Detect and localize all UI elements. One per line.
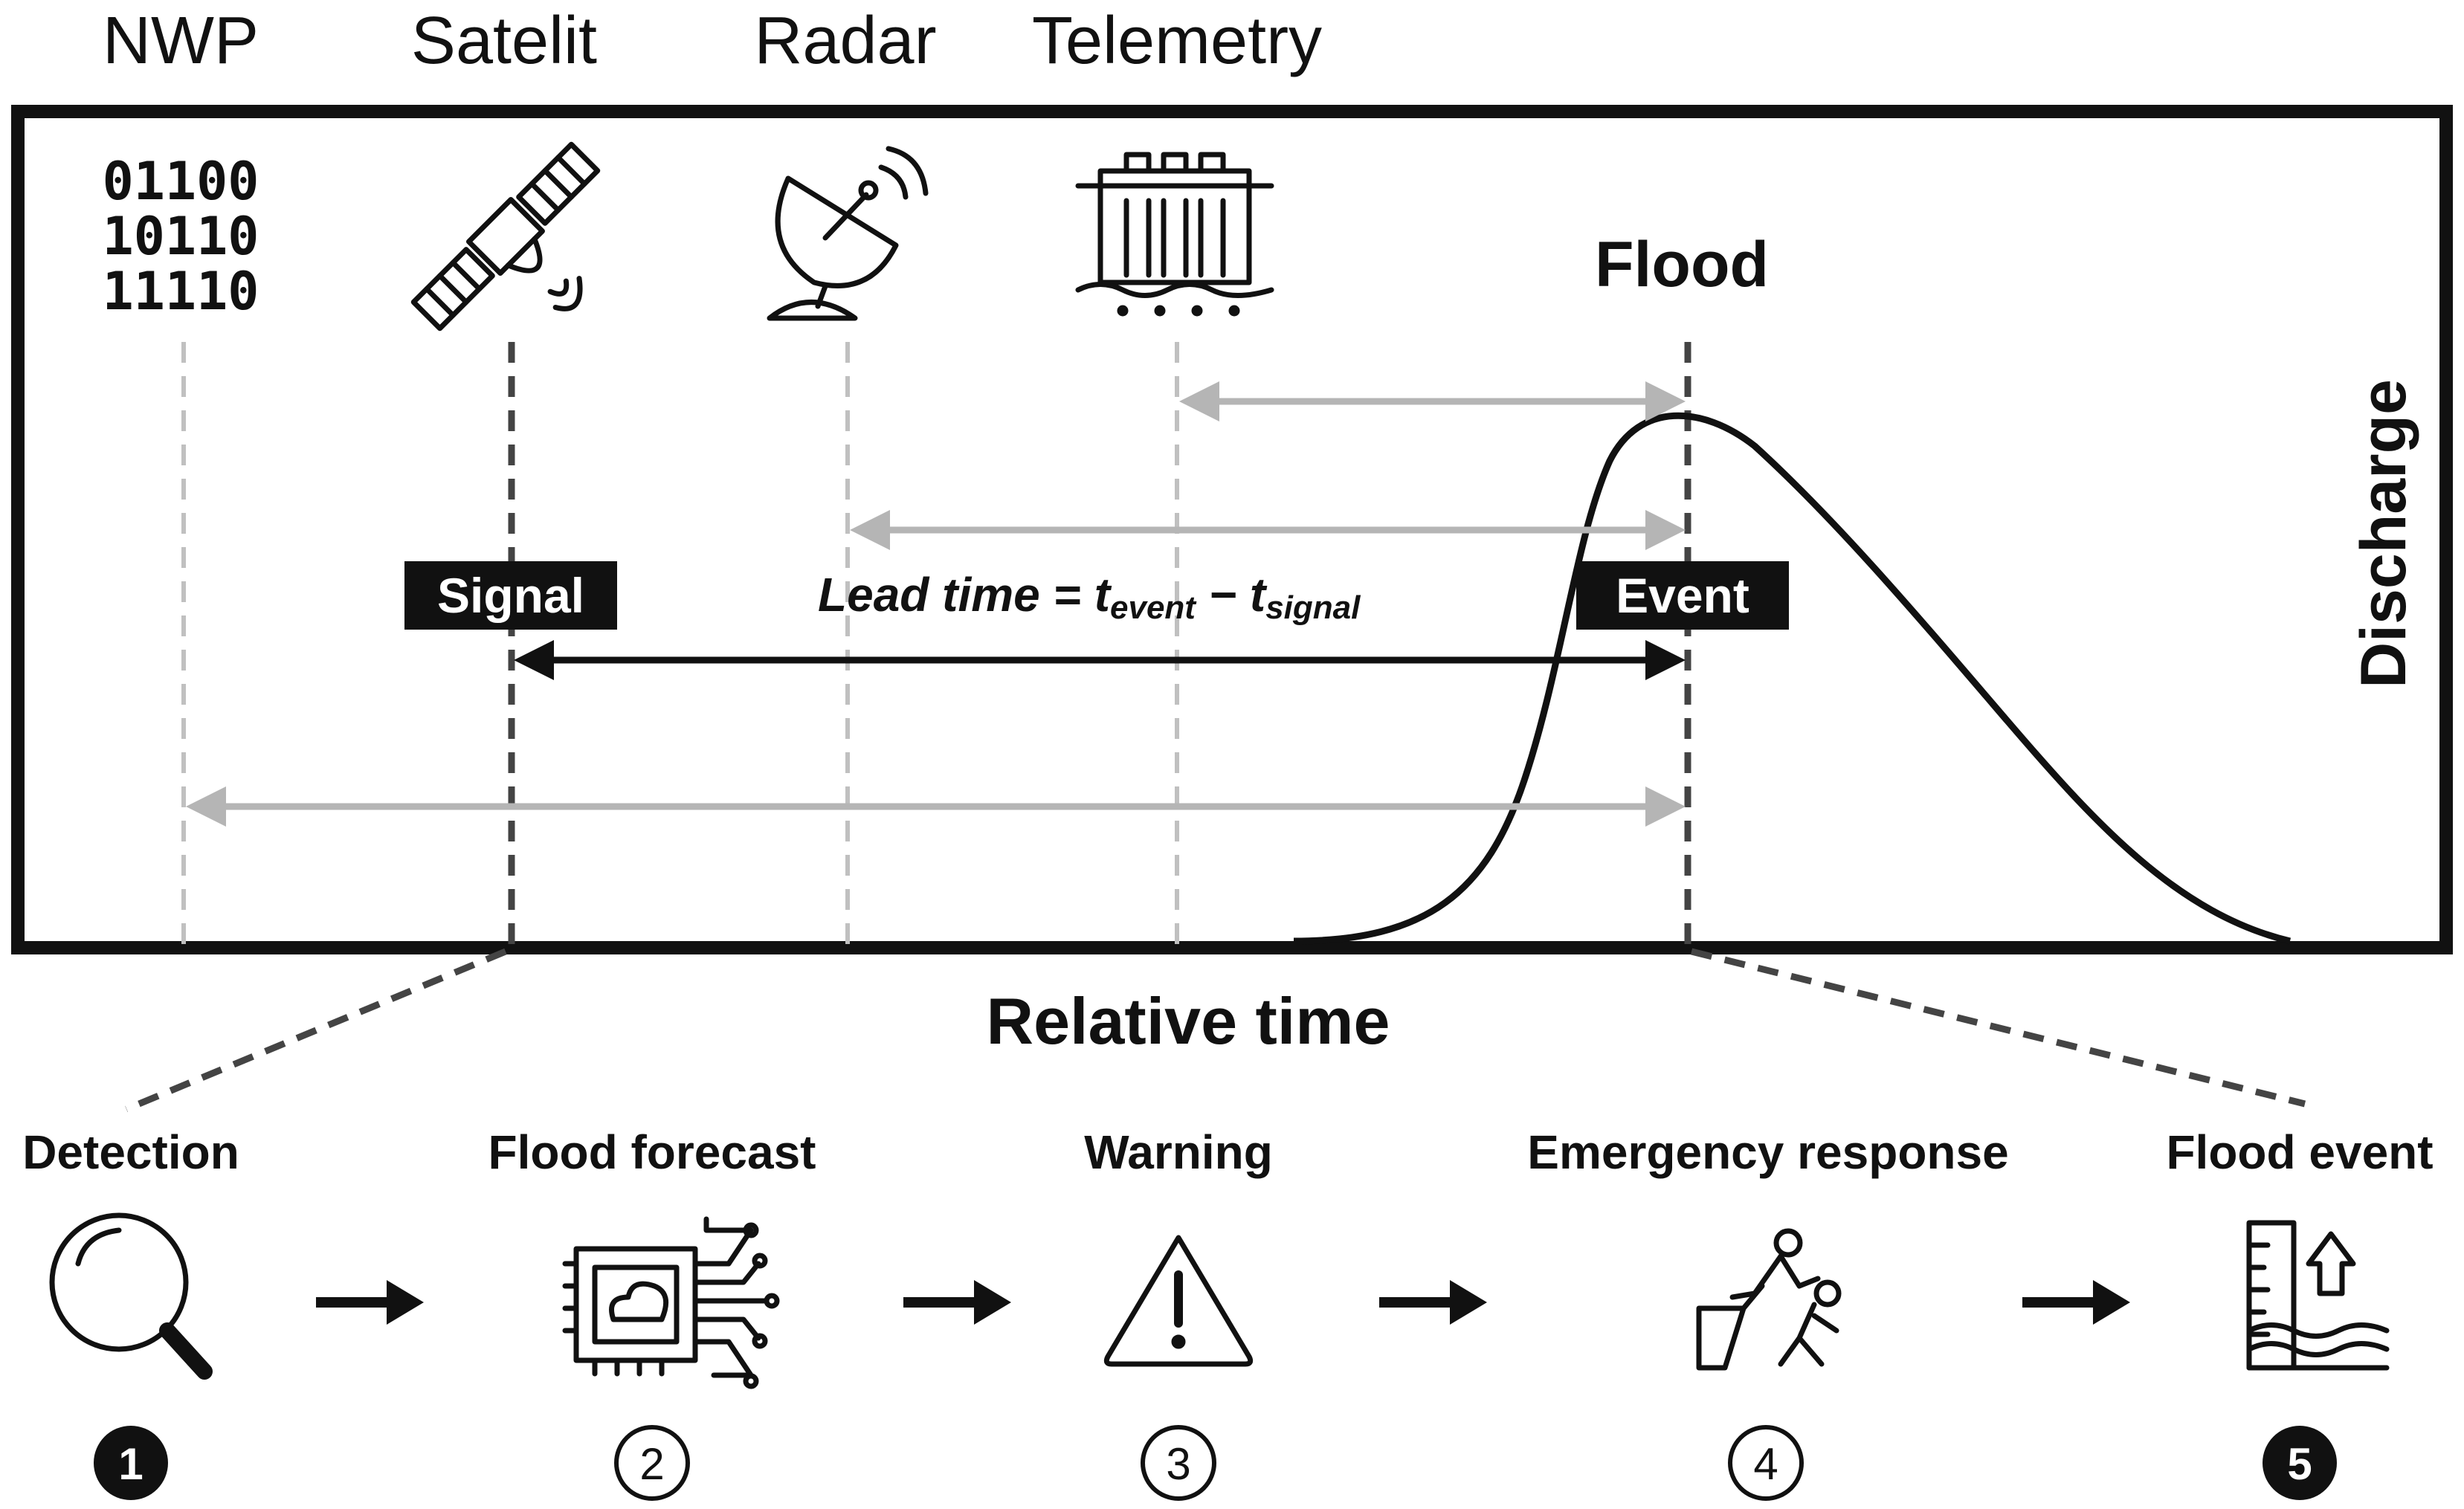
flow-arrow-1-2 [316, 1280, 424, 1325]
magnifier-icon [49, 1212, 213, 1380]
x-axis-label: Relative time [987, 984, 1390, 1058]
step-number-badge-4 [1728, 1425, 1804, 1501]
satellite-icon [410, 141, 601, 332]
zoom-connector-left [125, 948, 507, 1113]
flood-label: Flood [1595, 229, 1769, 300]
lead-time-minus: − t [1196, 568, 1268, 621]
lead-time-event-sub: event [1110, 589, 1197, 626]
chip-cloud-icon [562, 1216, 780, 1389]
lead-time-signal-sub: signal [1265, 589, 1361, 626]
binary-line-1: 01100 [103, 151, 259, 212]
step-number-5: 5 [2287, 1439, 2312, 1489]
zoom-connector-right [1690, 948, 2306, 1108]
binary-line-3: 11110 [103, 261, 259, 322]
step-number-badge-1 [94, 1426, 168, 1500]
signal-tag-label: Signal [437, 568, 584, 623]
flow-arrow-3-4 [1379, 1280, 1487, 1325]
y-axis-label: Discharge [2348, 379, 2419, 688]
flow-arrow-4-5 [2022, 1280, 2130, 1325]
step-number-1: 1 [118, 1439, 143, 1489]
dam-station-icon [1075, 152, 1274, 317]
flow-arrow-2-3 [903, 1280, 1011, 1325]
source-label-nwp: NWP [103, 4, 259, 78]
lead-time-prefix: Lead time = t [818, 568, 1112, 621]
timeline-frame [11, 105, 2453, 954]
radar-dish-icon [767, 146, 929, 321]
signal-tag [404, 561, 617, 630]
rescue-people-icon [1696, 1228, 1842, 1371]
source-label-telemetry: Telemetry [1032, 4, 1322, 78]
source-label-satellite: Satelit [411, 4, 597, 78]
source-label-radar: Radar [754, 4, 936, 78]
step-label-warning: Warning [1084, 1125, 1273, 1179]
step-label-detection: Detection [22, 1125, 239, 1179]
water-level-rise-icon [2246, 1220, 2390, 1371]
binary-line-2: 10110 [103, 206, 259, 267]
step-number-badge-3 [1141, 1425, 1216, 1501]
step-number-3: 3 [1166, 1439, 1190, 1489]
step-label-flood-forecast: Flood forecast [488, 1125, 816, 1179]
binary-data-icon: 01100 10110 11110 [103, 151, 259, 322]
step-number-badge-5 [2263, 1426, 2337, 1500]
event-tag [1576, 561, 1789, 630]
step-label-flood-event: Flood event [2166, 1125, 2433, 1179]
step-label-emergency-response: Emergency response [1527, 1125, 2008, 1179]
step-number-4: 4 [1753, 1439, 1778, 1489]
lead-time-formula: Lead time = tevent − tsignal [818, 568, 1361, 626]
discharge-hydrograph [1293, 412, 2292, 945]
event-tag-label: Event [1616, 568, 1749, 623]
step-number-2: 2 [639, 1439, 664, 1489]
warning-triangle-icon [1103, 1235, 1254, 1367]
step-number-badge-2 [614, 1425, 690, 1501]
